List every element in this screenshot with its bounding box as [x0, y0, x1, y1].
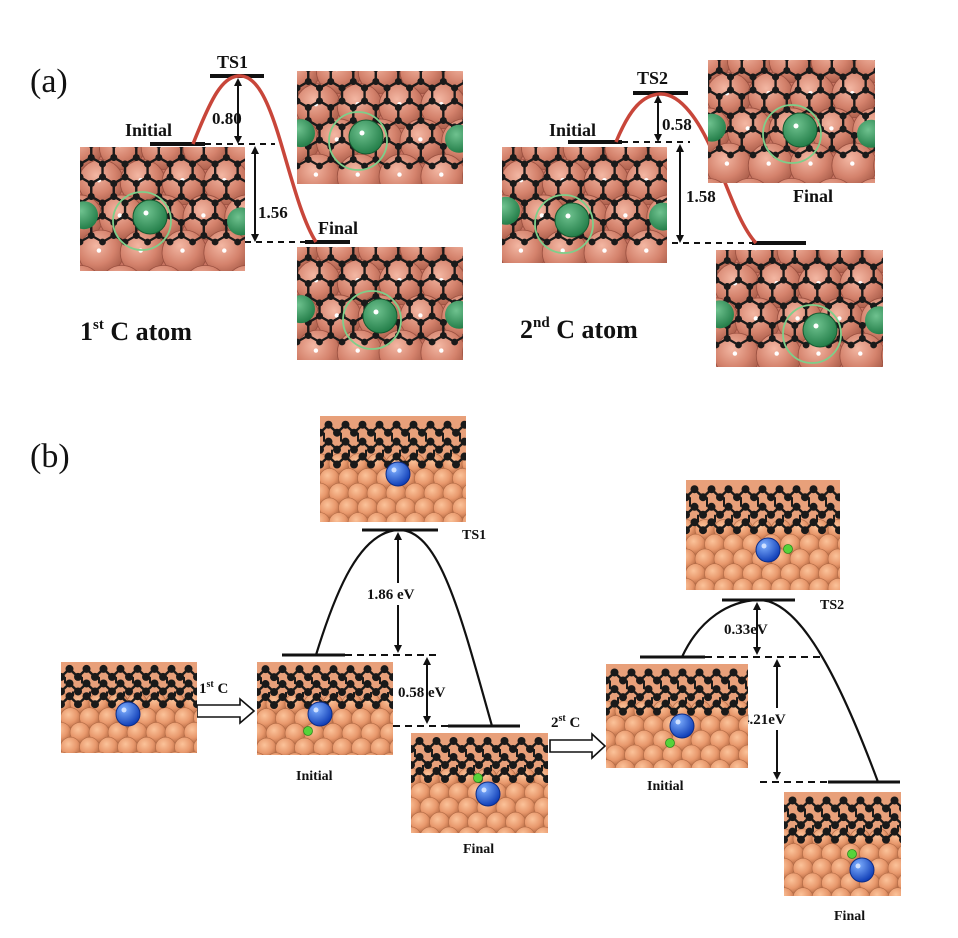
barrier-value: 1.86 eV: [367, 587, 415, 603]
panel-a-right-profile: Initial TS2 Final 0.58 1.58 2nd C atom: [520, 68, 833, 344]
initial-label: Initial: [647, 779, 684, 794]
panel-b-right-profile: 0.33eV 4.21eV TS2 Initial Final: [640, 598, 900, 924]
initial-label: Initial: [296, 769, 333, 784]
structure-image-b-right-final: [784, 792, 901, 896]
structure-image-b-left-final: [411, 733, 548, 833]
drop-value: 1.56: [258, 203, 288, 222]
caption-1st-c-atom: 1st C atom: [80, 317, 192, 346]
structure-image-a-left-final: [297, 247, 463, 360]
energy-curve: [614, 92, 758, 245]
structure-image-a-left-ts1: [297, 71, 463, 184]
final-label: Final: [463, 842, 494, 857]
structure-image-a-right-final: [716, 250, 883, 367]
ts1-label: TS1: [462, 528, 486, 543]
drop-value: 4.21eV: [742, 712, 786, 728]
final-label: Final: [834, 909, 865, 924]
final-label: Final: [318, 218, 358, 238]
panel-b-label: (b): [30, 438, 70, 475]
ts1-label: TS1: [217, 52, 248, 72]
panel-b-left-profile: 1.86 eV 0.58 eV TS1 Initial Final: [282, 528, 520, 857]
structure-image-a-right-initial: [502, 147, 667, 263]
structure-image-a-right-ts2: [708, 60, 875, 183]
step-arrow-2nd-c: 2st C: [549, 713, 607, 760]
drop-value: 0.58 eV: [398, 685, 446, 701]
structure-image-b-start: [61, 662, 197, 753]
barrier-value: 0.33eV: [724, 622, 768, 638]
barrier-value: 0.58: [662, 115, 692, 134]
step-arrow-1st-c: 1st C: [196, 679, 256, 725]
drop-value: 1.58: [686, 187, 716, 206]
caption-2nd-c-atom: 2nd C atom: [520, 315, 638, 344]
panel-a-label: (a): [30, 63, 68, 100]
ts2-label: TS2: [820, 598, 844, 613]
step-arrow-label: 2st C: [551, 713, 580, 731]
energy-curve: [314, 528, 494, 727]
final-label: Final: [793, 186, 833, 206]
energy-curve: [191, 74, 318, 243]
panel-a-left-profile: Initial TS1 Final 0.80 1.56 1st C atom: [80, 52, 358, 346]
structure-image-b-left-initial: [257, 662, 393, 755]
structure-image-b-right-initial: [606, 664, 748, 768]
structure-image-a-left-initial: [80, 147, 245, 271]
structure-image-b-left-ts1: [320, 416, 466, 522]
barrier-value: 0.80: [212, 109, 242, 128]
initial-label: Initial: [125, 120, 172, 140]
step-arrow-label: 1st C: [199, 679, 228, 697]
energy-curve: [681, 598, 880, 783]
structure-image-b-right-ts2: [686, 480, 840, 590]
initial-label: Initial: [549, 120, 596, 140]
ts2-label: TS2: [637, 68, 668, 88]
